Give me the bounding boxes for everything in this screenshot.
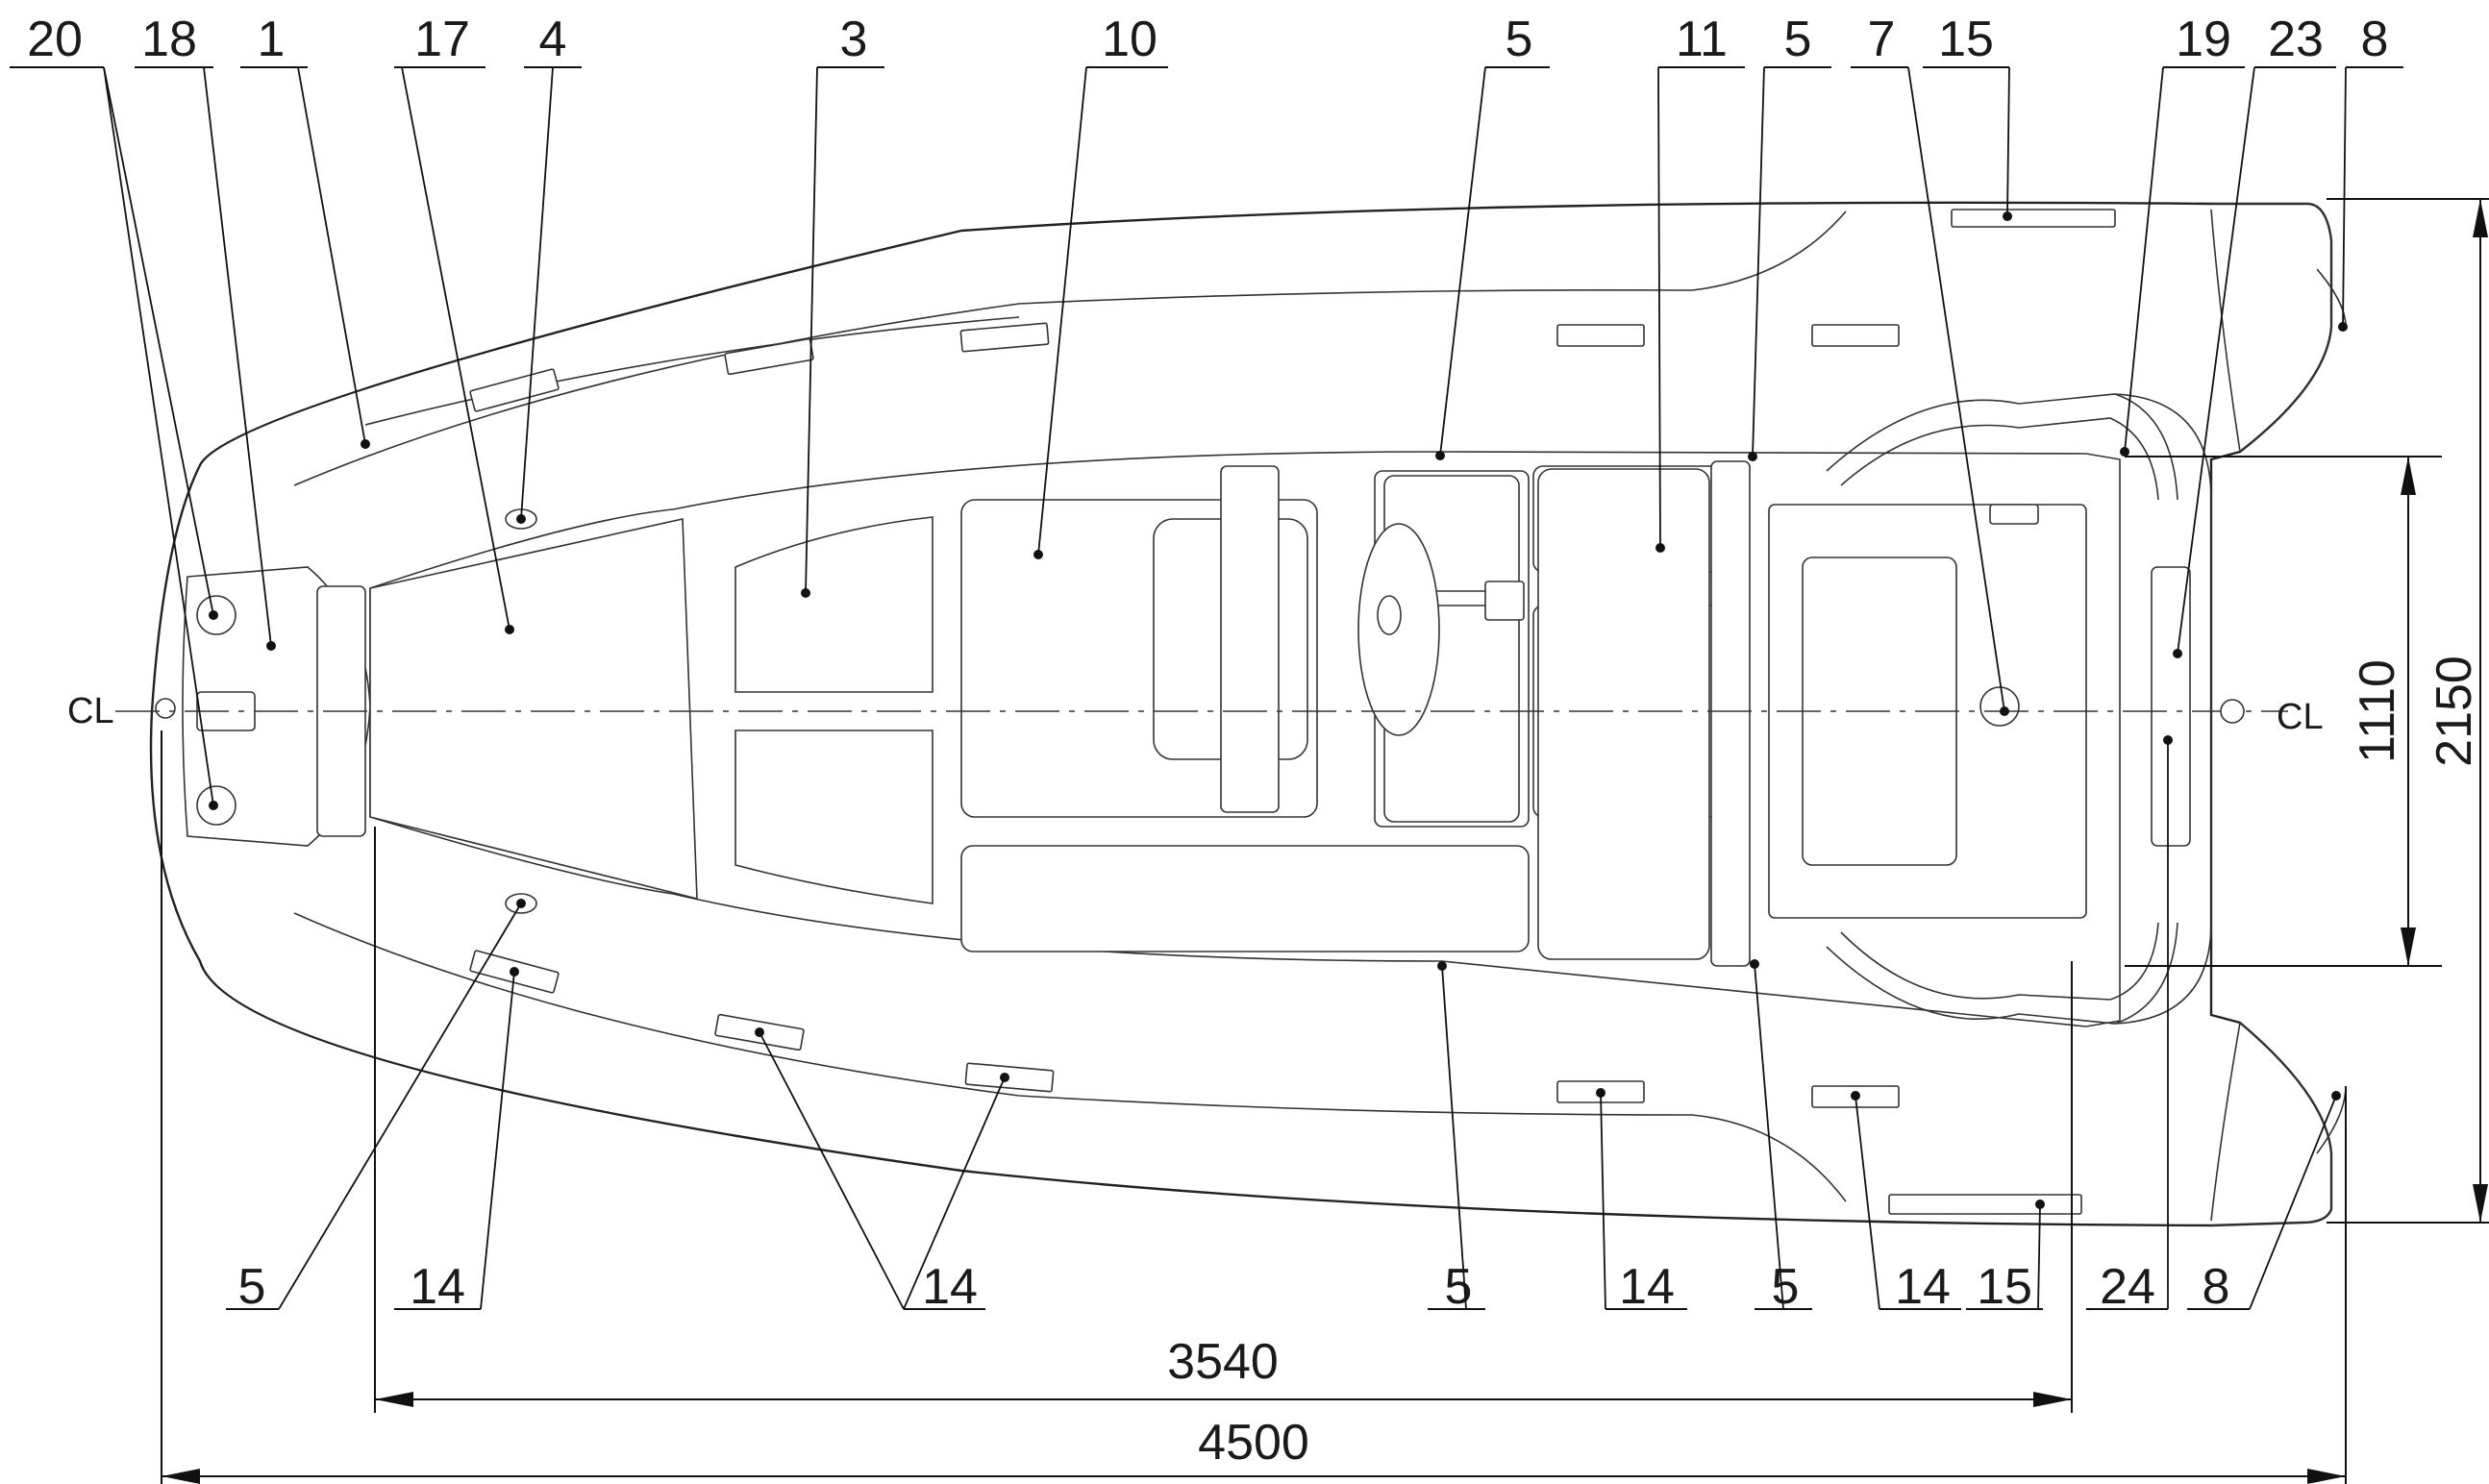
callout-bottom-label: 5 (238, 1259, 266, 1315)
dimension-overall-width: 2150 (2427, 655, 2482, 767)
centerline-label-right: CL (2277, 697, 2324, 737)
callout-top-label: 19 (2176, 12, 2231, 67)
callout-top-label: 23 (2268, 12, 2324, 67)
bow-fittings (155, 566, 371, 847)
steering-wheel (1357, 523, 1440, 736)
callout-top-label: 8 (2361, 12, 2389, 67)
callout-bottom-label: 5 (1772, 1259, 1800, 1315)
leader-dots (209, 211, 2348, 1209)
deck-details (369, 393, 2212, 1025)
callout-top-label: 4 (539, 12, 567, 67)
callout-bottom-label: 24 (2100, 1259, 2155, 1315)
callout-top-label: 7 (1868, 12, 1896, 67)
centerline-label-left: CL (67, 691, 114, 731)
dimension-overall-length: 4500 (1198, 1415, 1309, 1471)
callout-bottom-label: 15 (1977, 1259, 2032, 1315)
dimension-inner-width: 1110 (2350, 659, 2405, 763)
callouts-top: 20 18 1 17 4 3 10 5 11 5 7 15 19 23 8 (10, 12, 2403, 68)
callout-top-label: 20 (27, 12, 83, 67)
callout-bottom-label: 14 (1895, 1259, 1951, 1315)
callout-top-label: 11 (1676, 12, 1728, 67)
callout-bottom-label: 14 (410, 1259, 465, 1315)
leader-lines-top (103, 66, 2347, 806)
callout-top-label: 17 (414, 12, 470, 67)
callout-bottom-label: 5 (1445, 1259, 1473, 1315)
callout-top-label: 3 (840, 12, 868, 67)
callout-top-label: 5 (1506, 12, 1533, 67)
callout-bottom-label: 14 (1619, 1259, 1675, 1315)
dimension-lines (161, 198, 2489, 1484)
dimension-inner-length: 3540 (1167, 1334, 1279, 1390)
callout-top-label: 1 (258, 12, 286, 67)
callout-top-label: 5 (1784, 12, 1812, 67)
callout-top-label: 18 (141, 12, 197, 67)
callout-top-label: 15 (1938, 12, 1994, 67)
callout-top-label: 10 (1102, 12, 1157, 67)
callout-bottom-label: 8 (2203, 1259, 2230, 1315)
leader-lines-bottom (278, 740, 2337, 1310)
callouts-bottom: 5 14 14 5 14 5 14 15 24 8 (226, 1259, 2250, 1315)
callout-bottom-label: 14 (922, 1259, 978, 1315)
